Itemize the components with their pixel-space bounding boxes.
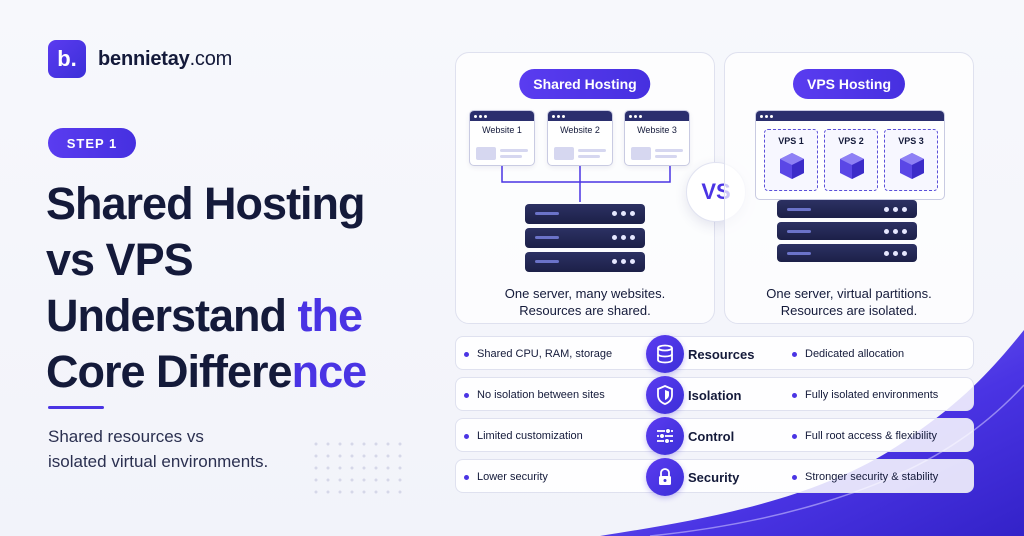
vps-box-3: VPS 3 — [884, 129, 938, 191]
website-label-2: Website 2 — [560, 125, 600, 135]
vps-label-1: VPS 1 — [778, 136, 804, 146]
vps-point-text: Full root access & flexibility — [805, 430, 938, 442]
headline-line-1: Shared Hosting — [46, 178, 366, 229]
headline-line-4: Core Difference — [46, 344, 466, 400]
vps-point: Dedicated allocation — [792, 337, 904, 371]
brand-name-tld: .com — [189, 47, 233, 70]
shared-caption-line-2: Resources are shared. — [519, 303, 651, 318]
shared-point-text: Lower security — [477, 471, 548, 483]
shared-hosting-caption: One server, many websites. Resources are… — [456, 285, 714, 319]
vps-caption-line-2: Resources are isolated. — [780, 303, 918, 318]
headline-line-3-accent: the — [297, 290, 363, 341]
brand-name-main: bennietay — [98, 47, 190, 70]
cube-icon — [840, 153, 864, 179]
vps-label-3: VPS 3 — [898, 136, 924, 146]
subtitle-line-2: isolated virtual environments. — [48, 452, 269, 471]
connector-lines — [501, 166, 671, 202]
vps-label-2: VPS 2 — [838, 136, 864, 146]
vps-point-text: Stronger security & stability — [805, 471, 939, 483]
vps-point: Fully isolated environments — [792, 378, 938, 412]
headline: Shared Hosting vs VPS Understand the Cor… — [46, 176, 466, 400]
website-label-1: Website 1 — [482, 125, 522, 135]
shared-hosting-panel: Shared Hosting One server, many websites… — [455, 52, 715, 324]
vps-point-text: Dedicated allocation — [805, 348, 905, 360]
headline-line-3: Understand the — [46, 288, 466, 344]
comparison-row-control: Limited customization Control Full root … — [455, 417, 974, 455]
comparison-row-security: Lower security Security Stronger securit… — [455, 458, 974, 496]
subtitle-line-1: Shared resources vs — [48, 427, 204, 446]
headline-line-4-accent: nce — [291, 346, 368, 397]
headline-line-4-text: Core Differe — [46, 346, 293, 397]
website-card-2: Website 2 — [547, 110, 613, 166]
shared-point: Shared CPU, RAM, storage — [464, 337, 612, 371]
vps-server-icon — [777, 200, 917, 266]
shared-caption-line-1: One server, many websites. — [504, 286, 666, 301]
brand-logo: b. — [48, 40, 86, 78]
website-card-3: Website 3 — [624, 110, 690, 166]
website-label-3: Website 3 — [637, 125, 677, 135]
website-card-1: Website 1 — [469, 110, 535, 166]
headline-line-2: vs VPS — [46, 234, 194, 285]
vps-point: Stronger security & stability — [792, 460, 938, 494]
shared-point-text: Shared CPU, RAM, storage — [477, 348, 613, 360]
headline-line-3-text: Understand — [46, 290, 298, 341]
vps-point: Full root access & flexibility — [792, 419, 937, 453]
row-label: Security — [688, 469, 740, 485]
comparison-row-resources: Shared CPU, RAM, storage Resources Dedic… — [455, 335, 974, 373]
lock-icon — [646, 458, 684, 496]
vps-caption-line-1: One server, virtual partitions. — [766, 286, 932, 301]
divider — [48, 406, 104, 409]
vps-window: VPS 1 VPS 2 VPS 3 — [755, 110, 945, 200]
shared-point: No isolation between sites — [464, 378, 605, 412]
shared-point: Limited customization — [464, 419, 583, 453]
database-icon — [646, 335, 684, 373]
shared-hosting-title: Shared Hosting — [519, 69, 651, 99]
shield-icon — [646, 376, 684, 414]
shared-point: Lower security — [464, 460, 548, 494]
sliders-icon — [646, 417, 684, 455]
vps-hosting-title: VPS Hosting — [792, 69, 906, 99]
row-label: Control — [688, 428, 735, 444]
vps-box-1: VPS 1 — [764, 129, 818, 191]
row-label: Resources — [688, 346, 755, 362]
vps-hosting-caption: One server, virtual partitions. Resource… — [725, 285, 973, 319]
shared-point-text: Limited customization — [477, 430, 583, 442]
vps-box-2: VPS 2 — [824, 129, 878, 191]
brand[interactable]: b. bennietay.com — [48, 40, 232, 78]
cube-icon — [900, 153, 924, 179]
step-badge: STEP 1 — [48, 128, 136, 158]
shared-point-text: No isolation between sites — [477, 389, 605, 401]
brand-name: bennietay.com — [98, 48, 232, 71]
cube-icon — [780, 153, 804, 179]
vps-point-text: Fully isolated environments — [805, 389, 939, 401]
row-label: Isolation — [688, 387, 742, 403]
subtitle: Shared resources vs isolated virtual env… — [48, 424, 348, 474]
shared-server-icon — [525, 204, 645, 276]
comparison-row-isolation: No isolation between sites Isolation Ful… — [455, 376, 974, 414]
